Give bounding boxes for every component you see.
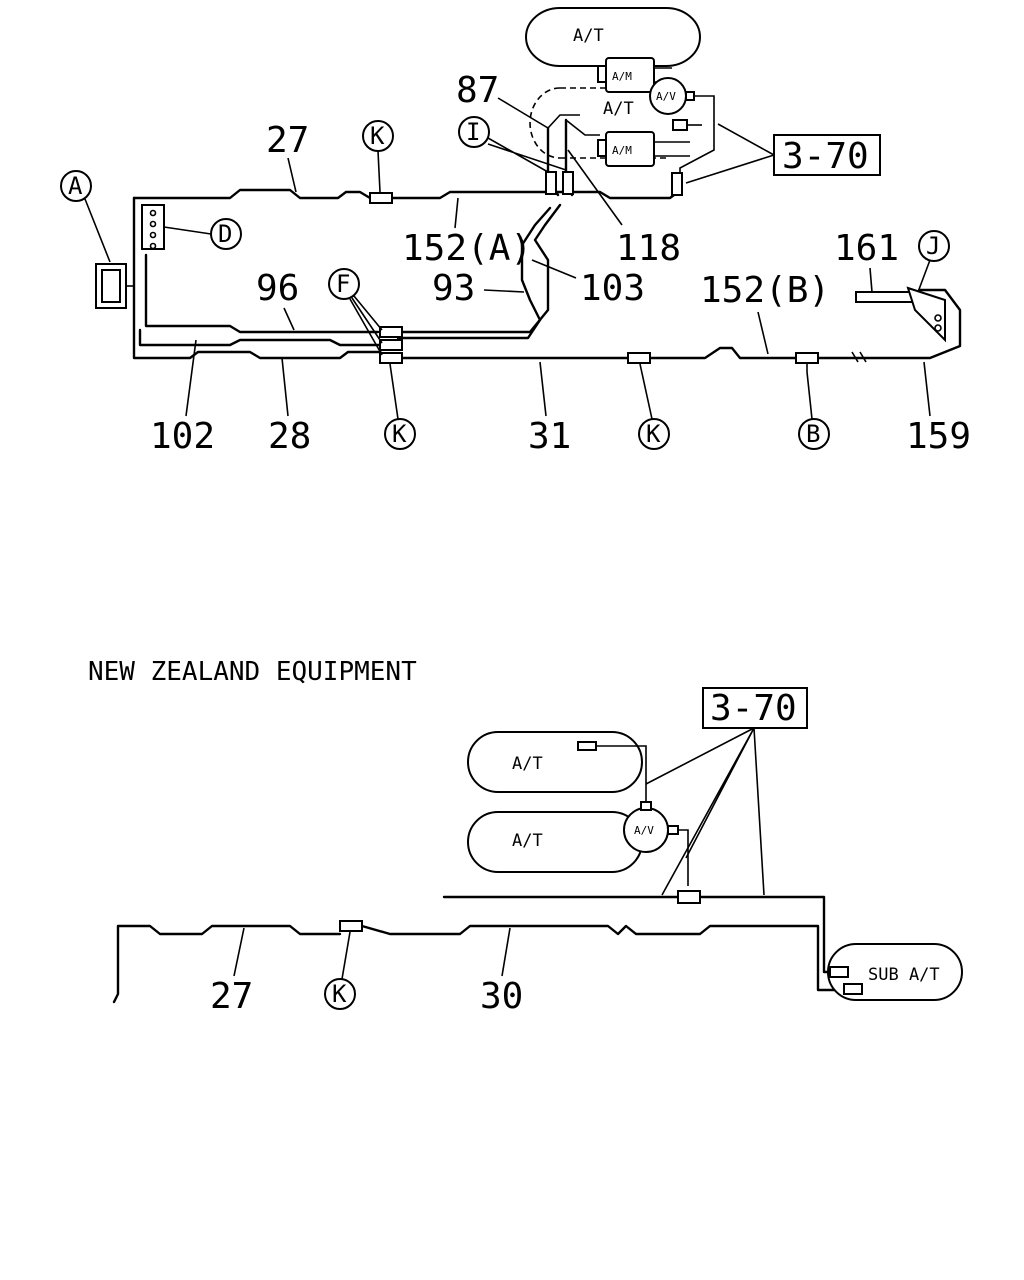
air-tank-mid-label: A/T	[603, 99, 634, 119]
callout-k-bottom-left: K	[384, 363, 416, 450]
callout-a: A	[60, 170, 111, 263]
callout-k-lower-text: K	[332, 980, 347, 1008]
pipe-27-30	[112, 924, 842, 1004]
air-tank-top-label: A/T	[573, 26, 604, 46]
callout-k-top: K	[362, 120, 394, 193]
part-28: 28	[268, 416, 311, 457]
callout-f-text: F	[336, 270, 350, 298]
pipe-93-103	[396, 203, 562, 334]
callout-b: B	[798, 371, 830, 450]
air-tank-lower-2-label: A/T	[512, 831, 543, 851]
air-tank-top: A/T	[525, 7, 701, 67]
ref-box-upper: 3-70	[685, 123, 881, 184]
callout-d-text: D	[218, 220, 232, 248]
callout-j-text: J	[926, 232, 940, 260]
part-159: 159	[906, 416, 971, 457]
air-tank-lower-2: A/T	[467, 811, 643, 873]
callout-f: F	[328, 268, 383, 356]
callout-k-lower: K	[324, 931, 356, 1010]
lower-section-title: NEW ZEALAND EQUIPMENT	[88, 657, 417, 687]
callout-j: J	[917, 230, 950, 293]
callout-k-bottom-mid: K	[638, 363, 670, 450]
part-152b: 152(B)	[700, 270, 830, 311]
air-tank-lower-1-label: A/T	[512, 754, 543, 774]
air-valve-upper: A/V	[649, 77, 715, 178]
part-152a: 152(A)	[402, 228, 532, 269]
air-master-lower-label: A/M	[612, 144, 632, 157]
part-161: 161	[834, 228, 899, 269]
part-93: 93	[432, 268, 475, 309]
pipe-96	[144, 253, 380, 334]
part-27-lower: 27	[210, 976, 253, 1017]
callout-k-top-text: K	[370, 122, 385, 150]
part-31: 31	[528, 416, 571, 457]
callout-d: D	[163, 218, 242, 250]
sub-air-tank-label: SUB A/T	[868, 965, 940, 985]
air-master-lower: A/M	[597, 131, 690, 167]
air-valve-upper-label: A/V	[656, 90, 676, 103]
ref-box-lower: 3-70	[645, 687, 808, 896]
callout-a-text: A	[68, 172, 83, 200]
ref-box-lower-label: 3-70	[710, 688, 797, 729]
part-87: 87	[456, 70, 499, 111]
part-118: 118	[616, 228, 681, 269]
fittings-upper	[369, 171, 867, 372]
ref-box-upper-label: 3-70	[782, 136, 869, 177]
air-master-upper: A/M	[597, 57, 672, 93]
bracket-a	[95, 263, 134, 309]
pipe-102	[138, 328, 382, 347]
part-96: 96	[256, 268, 299, 309]
callout-b-text: B	[806, 420, 820, 448]
air-valve-lower-label: A/V	[634, 824, 654, 837]
pipe-frame-left	[132, 196, 962, 360]
callout-i: I	[458, 116, 567, 173]
air-valve-lower: A/V	[623, 801, 689, 886]
bracket-d	[141, 204, 165, 250]
part-30: 30	[480, 976, 523, 1017]
air-tank-lower-1: A/T	[467, 731, 647, 812]
callout-i-text: I	[466, 118, 480, 146]
bracket-j	[855, 286, 946, 343]
upper-diagram: A/T A/T A/M A/M A/V	[60, 7, 971, 457]
sub-air-tank: SUB A/T	[827, 943, 963, 1001]
part-102: 102	[150, 416, 215, 457]
callout-k-bm-text: K	[646, 420, 661, 448]
lower-diagram: NEW ZEALAND EQUIPMENT 3-70 A/T A/T A/V	[88, 657, 963, 1017]
part-103: 103	[580, 268, 645, 309]
pipe-27	[132, 188, 680, 200]
callout-k-bl-text: K	[392, 420, 407, 448]
air-master-upper-label: A/M	[612, 70, 632, 83]
part-27-upper: 27	[266, 120, 309, 161]
